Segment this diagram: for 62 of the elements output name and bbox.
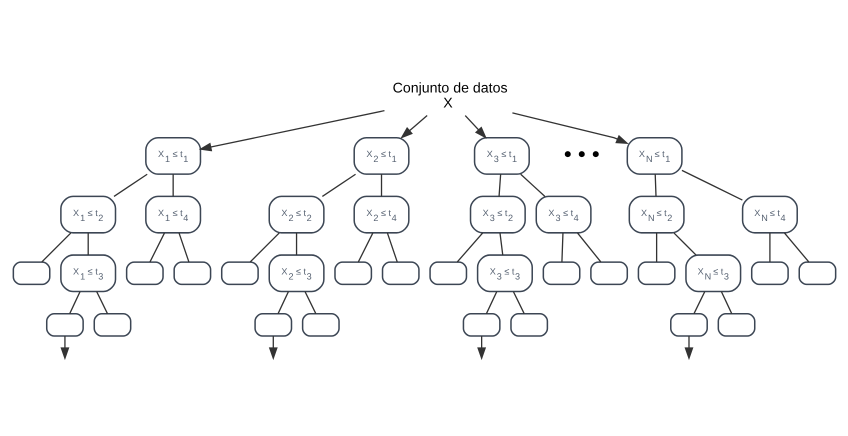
connector bbox=[456, 232, 483, 262]
node-box bbox=[717, 312, 755, 337]
connector bbox=[295, 232, 297, 256]
connector bbox=[249, 232, 280, 262]
node-box bbox=[172, 261, 211, 286]
node-box bbox=[220, 261, 258, 286]
connector bbox=[520, 174, 545, 197]
connector bbox=[172, 174, 174, 196]
node-box bbox=[542, 261, 580, 286]
node-box bbox=[254, 312, 292, 337]
connector bbox=[672, 232, 696, 256]
arrow bbox=[268, 336, 278, 360]
connector bbox=[498, 232, 503, 256]
node-box bbox=[45, 312, 84, 337]
node-box bbox=[93, 312, 131, 337]
connector bbox=[178, 232, 189, 262]
node-box bbox=[590, 261, 628, 286]
connector bbox=[357, 232, 373, 262]
node-box bbox=[462, 312, 500, 337]
node-box bbox=[670, 312, 708, 337]
connector bbox=[498, 174, 501, 196]
connector bbox=[148, 232, 165, 262]
connector bbox=[68, 291, 80, 314]
node-box bbox=[125, 261, 164, 286]
connector bbox=[386, 232, 398, 262]
connector bbox=[768, 232, 770, 262]
node-box bbox=[381, 261, 420, 286]
connector bbox=[512, 291, 524, 314]
node-box bbox=[12, 261, 50, 286]
node-box bbox=[510, 312, 548, 337]
arrow bbox=[684, 336, 693, 360]
arrow bbox=[400, 115, 428, 139]
node-box bbox=[334, 261, 372, 286]
connector bbox=[304, 291, 316, 314]
connector bbox=[87, 232, 88, 256]
arrow bbox=[198, 110, 384, 152]
node-box bbox=[798, 261, 836, 286]
connector bbox=[681, 170, 742, 201]
connector bbox=[380, 174, 382, 196]
connector bbox=[276, 291, 289, 314]
connector bbox=[113, 174, 148, 197]
node-box bbox=[750, 261, 788, 286]
node-box bbox=[428, 261, 467, 286]
connector bbox=[560, 232, 564, 262]
connector bbox=[720, 291, 732, 314]
node-box bbox=[637, 261, 676, 286]
connector bbox=[783, 232, 809, 262]
connector bbox=[40, 232, 71, 262]
connector bbox=[321, 174, 356, 197]
connector bbox=[485, 291, 497, 314]
arrow bbox=[60, 336, 69, 360]
connector bbox=[655, 232, 657, 262]
node-text: Conjunto de datos X bbox=[392, 80, 508, 112]
connector bbox=[96, 291, 108, 314]
arrow bbox=[464, 115, 486, 139]
connector bbox=[654, 174, 656, 196]
connector bbox=[692, 291, 705, 314]
label: • • • bbox=[563, 142, 600, 167]
arrow bbox=[476, 336, 486, 360]
arrow bbox=[512, 112, 628, 144]
node-box bbox=[301, 312, 340, 337]
connector bbox=[576, 232, 601, 262]
